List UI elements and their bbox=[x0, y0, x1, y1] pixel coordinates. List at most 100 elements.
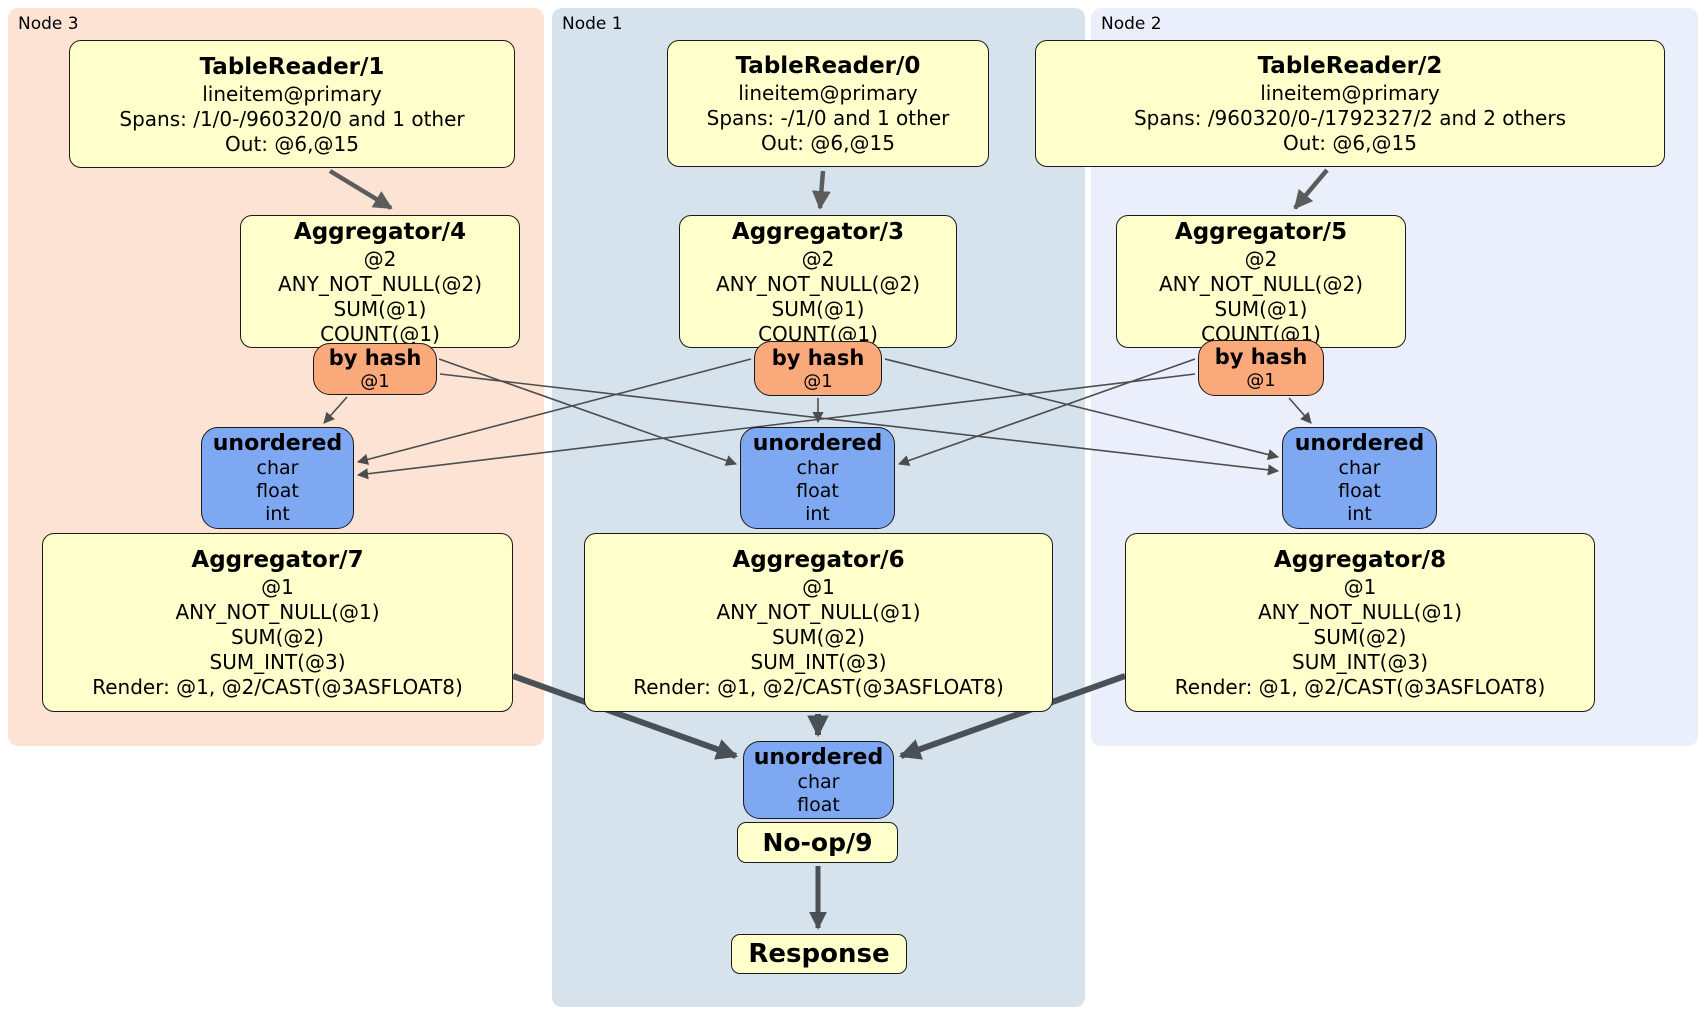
processor-aggregator-7: Aggregator/7 @1 ANY_NOT_NULL(@1) SUM(@2)… bbox=[42, 533, 513, 712]
processor-spans: Spans: -/1/0 and 1 other bbox=[706, 106, 950, 130]
sync-unordered-node3: unordered char float int bbox=[201, 427, 354, 529]
edge-bh3-u3 bbox=[323, 396, 348, 424]
processor-aggregator-3: Aggregator/3 @2 ANY_NOT_NULL(@2) SUM(@1)… bbox=[679, 215, 957, 348]
processor-out: Out: @6,@15 bbox=[1283, 131, 1417, 155]
processor-response: Response bbox=[731, 934, 907, 974]
sync-type: float bbox=[796, 480, 839, 502]
processor-tablereader-1: TableReader/1 lineitem@primary Spans: /1… bbox=[69, 40, 515, 168]
edge-agg8-ub bbox=[898, 673, 1127, 760]
processor-tablereader-2: TableReader/2 lineitem@primary Spans: /9… bbox=[1035, 40, 1665, 167]
sync-type: float bbox=[1338, 480, 1381, 502]
processor-tablereader-0: TableReader/0 lineitem@primary Spans: -/… bbox=[667, 40, 989, 167]
processor-agg-fn: ANY_NOT_NULL(@2) bbox=[278, 271, 482, 296]
router-by-hash-node1: by hash @1 bbox=[754, 341, 882, 396]
processor-agg-fn: SUM_INT(@3) bbox=[209, 650, 346, 674]
edge-bh2-u3 bbox=[356, 373, 1196, 480]
sync-type: float bbox=[256, 480, 299, 502]
processor-spans: Spans: /1/0-/960320/0 and 1 other bbox=[119, 106, 465, 131]
sync-type: char bbox=[797, 770, 840, 793]
sync-title: unordered bbox=[752, 431, 883, 456]
sync-unordered-node2: unordered char float int bbox=[1282, 427, 1437, 529]
processor-title: Aggregator/3 bbox=[731, 218, 905, 245]
processor-index: lineitem@primary bbox=[1260, 81, 1440, 105]
edge-bh2-u2 bbox=[1288, 397, 1312, 424]
router-key: @1 bbox=[1246, 370, 1276, 391]
processor-aggregator-8: Aggregator/8 @1 ANY_NOT_NULL(@1) SUM(@2)… bbox=[1125, 533, 1595, 712]
processor-group-cols: @2 bbox=[801, 246, 835, 271]
processor-agg-fn: SUM(@2) bbox=[1313, 625, 1407, 649]
processor-render: Render: @1, @2/CAST(@3ASFLOAT8) bbox=[92, 675, 463, 699]
sync-type: int bbox=[805, 503, 830, 525]
processor-agg-fn: SUM_INT(@3) bbox=[750, 650, 887, 674]
processor-aggregator-4: Aggregator/4 @2 ANY_NOT_NULL(@2) SUM(@1)… bbox=[240, 215, 520, 348]
sync-type: int bbox=[265, 503, 290, 525]
router-by-hash-node3: by hash @1 bbox=[313, 343, 437, 395]
sync-type: char bbox=[796, 457, 839, 479]
router-title: by hash bbox=[1214, 345, 1308, 369]
edge-bh3-u2 bbox=[439, 373, 1280, 476]
processor-aggregator-5: Aggregator/5 @2 ANY_NOT_NULL(@2) SUM(@1)… bbox=[1116, 215, 1406, 348]
sync-type: char bbox=[256, 457, 299, 479]
processor-noop-9: No-op/9 bbox=[737, 822, 898, 863]
edge-bh2-u1 bbox=[897, 358, 1196, 466]
processor-out: Out: @6,@15 bbox=[225, 131, 359, 156]
edge-agg7-ub bbox=[511, 673, 739, 760]
processor-group-cols: @1 bbox=[1343, 575, 1377, 599]
sync-title: unordered bbox=[753, 744, 884, 770]
router-title: by hash bbox=[328, 346, 422, 370]
router-title: by hash bbox=[771, 345, 865, 370]
edge-bh3-u1 bbox=[438, 358, 738, 466]
router-by-hash-node2: by hash @1 bbox=[1198, 340, 1324, 396]
sync-unordered-final: unordered char float bbox=[743, 741, 894, 819]
sync-unordered-node1: unordered char float int bbox=[740, 427, 895, 529]
processor-render: Render: @1, @2/CAST(@3ASFLOAT8) bbox=[1174, 675, 1546, 699]
processor-agg-fn: ANY_NOT_NULL(@2) bbox=[1159, 271, 1363, 296]
processor-title: No-op/9 bbox=[762, 827, 873, 857]
processor-spans: Spans: /960320/0-/1792327/2 and 2 others bbox=[1133, 106, 1566, 130]
processor-group-cols: @2 bbox=[363, 246, 397, 271]
processor-agg-fn: ANY_NOT_NULL(@1) bbox=[1258, 600, 1462, 624]
processor-index: lineitem@primary bbox=[202, 81, 382, 106]
router-key: @1 bbox=[360, 371, 390, 392]
processor-group-cols: @1 bbox=[261, 575, 294, 599]
processor-agg-fn: SUM(@2) bbox=[231, 625, 324, 649]
processor-group-cols: @2 bbox=[1244, 246, 1278, 271]
sync-type: char bbox=[1338, 457, 1381, 479]
processor-title: TableReader/2 bbox=[1257, 53, 1443, 79]
processor-group-cols: @1 bbox=[802, 575, 835, 599]
region-node3-label: Node 3 bbox=[18, 14, 79, 34]
edge-tr1-agg4 bbox=[328, 169, 393, 210]
processor-agg-fn: COUNT(@1) bbox=[320, 321, 440, 346]
processor-out: Out: @6,@15 bbox=[761, 131, 895, 155]
region-node2-label: Node 2 bbox=[1101, 14, 1162, 34]
processor-title: Response bbox=[748, 939, 890, 969]
processor-agg-fn: SUM_INT(@3) bbox=[1292, 650, 1428, 674]
processor-agg-fn: SUM(@1) bbox=[771, 296, 865, 321]
region-node1-label: Node 1 bbox=[562, 14, 623, 34]
processor-title: TableReader/1 bbox=[199, 53, 385, 80]
edge-bh1-u2 bbox=[884, 358, 1280, 460]
processor-agg-fn: ANY_NOT_NULL(@1) bbox=[716, 600, 921, 624]
edge-tr2-agg5 bbox=[1293, 168, 1329, 210]
processor-title: Aggregator/4 bbox=[293, 218, 467, 245]
processor-title: Aggregator/7 bbox=[191, 547, 364, 573]
edge-bh1-u3 bbox=[356, 358, 752, 465]
sync-type: float bbox=[797, 793, 840, 816]
sync-title: unordered bbox=[1294, 431, 1425, 456]
processor-aggregator-6: Aggregator/6 @1 ANY_NOT_NULL(@1) SUM(@2)… bbox=[584, 533, 1053, 712]
processor-title: Aggregator/8 bbox=[1273, 547, 1447, 573]
processor-title: Aggregator/5 bbox=[1174, 218, 1348, 245]
router-key: @1 bbox=[803, 370, 833, 392]
edge-tr0-agg3 bbox=[811, 170, 831, 210]
sync-type: int bbox=[1347, 503, 1372, 525]
processor-index: lineitem@primary bbox=[738, 81, 918, 105]
processor-title: Aggregator/6 bbox=[732, 547, 905, 573]
processor-title: TableReader/0 bbox=[735, 53, 921, 79]
processor-agg-fn: SUM(@1) bbox=[1214, 296, 1308, 321]
sync-title: unordered bbox=[212, 431, 343, 456]
processor-agg-fn: SUM(@2) bbox=[772, 625, 865, 649]
processor-render: Render: @1, @2/CAST(@3ASFLOAT8) bbox=[633, 675, 1004, 699]
processor-agg-fn: ANY_NOT_NULL(@2) bbox=[716, 271, 920, 296]
